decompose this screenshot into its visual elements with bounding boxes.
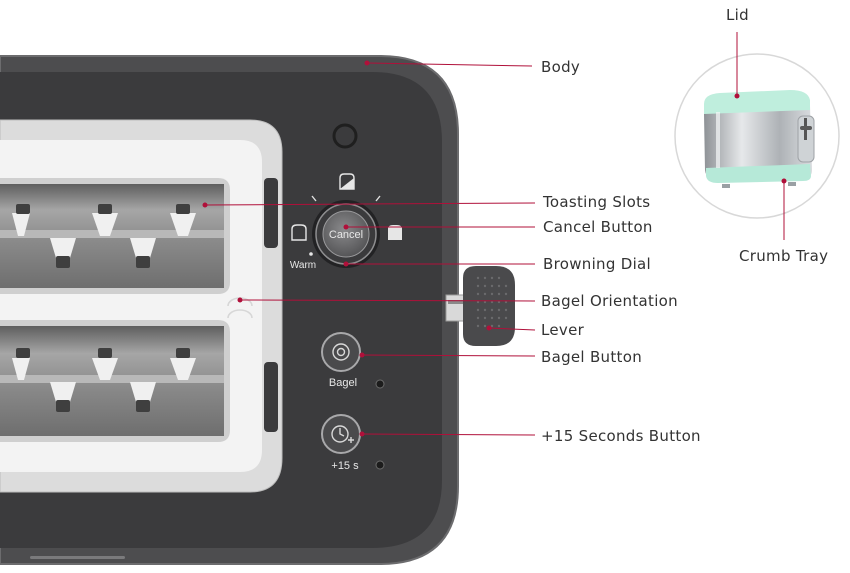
callout-plus15-button: +15 Seconds Button <box>541 427 701 445</box>
callout-crumb-tray: Crumb Tray <box>739 247 829 265</box>
leader-lines <box>204 32 785 436</box>
toast-half-icon <box>339 173 355 190</box>
dial-ticks <box>311 195 381 202</box>
bagel-button-label: Bagel <box>329 377 357 389</box>
lever-grip-dots <box>476 276 508 328</box>
bagel-icon <box>332 343 350 361</box>
top-indicator <box>332 123 358 149</box>
cancel-button-label: Cancel <box>329 229 363 241</box>
toasting-slot-upper <box>0 178 230 294</box>
plus15-button-label: +15 s <box>331 460 359 472</box>
toaster-thumbnail-inset <box>674 53 840 219</box>
callout-browning-dial: Browning Dial <box>543 255 652 273</box>
callout-lever: Lever <box>541 321 585 339</box>
plus15-indicator <box>375 460 385 470</box>
lever[interactable] <box>445 266 515 346</box>
bagel-indicator <box>375 379 385 389</box>
bottom-edge-marking <box>30 556 125 559</box>
warm-label: Warm <box>290 260 316 271</box>
callout-bagel-orientation: Bagel Orientation <box>541 292 678 310</box>
bagel-button[interactable] <box>321 332 361 372</box>
leader-dots <box>202 60 787 437</box>
toasting-slot-lower <box>0 320 230 442</box>
browning-dial[interactable]: Cancel <box>312 200 380 268</box>
toast-dark-icon <box>388 225 402 240</box>
callout-lid: Lid <box>726 6 749 24</box>
clock-plus-icon <box>331 425 354 443</box>
callout-body: Body <box>541 58 581 76</box>
cancel-button[interactable] <box>322 210 370 258</box>
toast-light-icon <box>291 224 307 241</box>
callout-toasting-slots: Toasting Slots <box>543 193 651 211</box>
callout-cancel-button: Cancel Button <box>543 218 653 236</box>
callout-bagel-button: Bagel Button <box>541 348 643 366</box>
plus15-button[interactable] <box>321 414 361 454</box>
